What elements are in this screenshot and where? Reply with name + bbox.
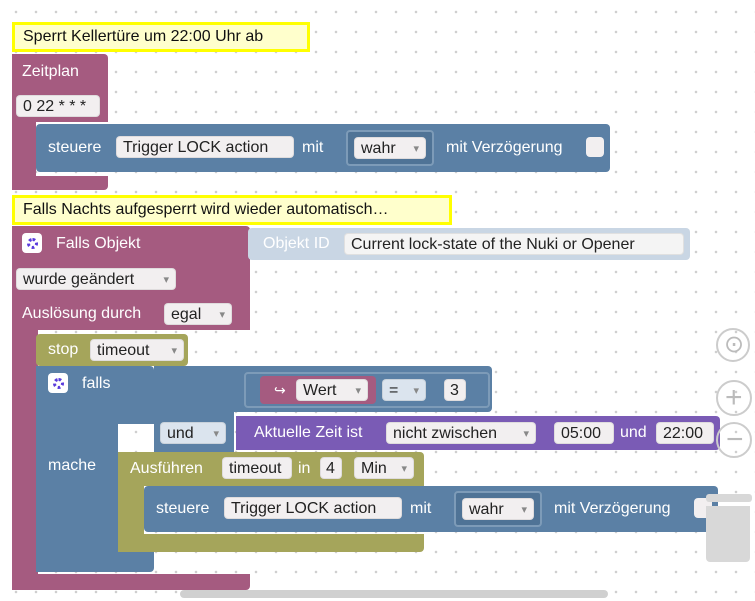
operator-dropdown[interactable]: = (382, 379, 426, 402)
horizontal-scrollbar[interactable] (180, 590, 608, 598)
timeout-amount-field[interactable]: 4 (320, 457, 342, 479)
timeout-spine (118, 484, 144, 536)
schedule-label: Zeitplan (22, 63, 79, 80)
comment-text: Falls Nachts aufgesperrt wird wieder aut… (23, 201, 389, 218)
time-from-field[interactable]: 05:00 (554, 422, 614, 444)
timeout-in-label: in (298, 460, 311, 477)
zoom-in-button[interactable]: + (716, 380, 752, 416)
time-and-label: und (620, 424, 647, 441)
variable-arrow-icon: ↪ (274, 382, 286, 398)
changed-dropdown[interactable]: wurde geändert (16, 268, 176, 291)
control-1-delay-label: mit Verzögerung (446, 139, 563, 156)
control-2-value-dropdown[interactable]: wahr (462, 498, 534, 521)
time-label: Aktuelle Zeit ist (254, 424, 363, 441)
timeout-unit-dropdown[interactable]: Min (354, 457, 414, 480)
triggered-by-label: Auslösung durch (22, 305, 142, 322)
control-block-1[interactable]: steuere Trigger LOCK action mit wahr mit… (36, 124, 610, 172)
trash-lid (706, 494, 752, 502)
timeout-footer (118, 534, 424, 552)
control-2-delay-label: mit Verzögerung (554, 500, 671, 517)
minus-icon: − (726, 423, 744, 456)
timeout-name-field[interactable]: timeout (222, 457, 292, 479)
logic-dropdown[interactable]: und (160, 422, 226, 445)
comment-lock-schedule[interactable]: Sperrt Kellertüre um 22:00 Uhr ab (12, 22, 310, 52)
control-1-delay-checkbox[interactable] (586, 137, 604, 157)
zoom-out-button[interactable]: − (716, 422, 752, 458)
stop-label: stop (48, 341, 79, 358)
time-to-field[interactable]: 22:00 (656, 422, 714, 444)
schedule-footer (12, 176, 108, 190)
center-workspace-button[interactable]: ⊙ (716, 328, 750, 362)
trigger-gear-icon[interactable] (22, 233, 42, 253)
trigger-spine (12, 328, 38, 580)
trigger-footer (12, 574, 250, 590)
variable-dropdown[interactable]: Wert (296, 379, 368, 402)
cron-field[interactable]: 0 22 * * * (16, 95, 100, 117)
control-1-target[interactable]: Trigger LOCK action (116, 136, 294, 158)
control-2-with: mit (410, 500, 432, 517)
time-mode-dropdown[interactable]: nicht zwischen (386, 422, 536, 445)
triggered-by-dropdown[interactable]: egal (164, 303, 232, 326)
compare-value-field[interactable]: 3 (444, 379, 466, 401)
compare-block[interactable]: ↪ Wert = 3 (244, 372, 490, 408)
schedule-spine (12, 118, 36, 178)
if-do-column (36, 424, 118, 554)
trigger-label: Falls Objekt (56, 235, 141, 252)
plus-icon: + (725, 381, 743, 414)
object-id-block[interactable]: Objekt ID Current lock-state of the Nuki… (248, 228, 690, 260)
control-1-value-dropdown[interactable]: wahr (354, 137, 426, 160)
do-label: mache (48, 457, 97, 474)
if-gear-icon[interactable] (48, 373, 68, 393)
control-2-label: steuere (156, 500, 210, 517)
object-id-label: Objekt ID (263, 235, 330, 252)
object-id-field[interactable]: Current lock-state of the Nuki or Opener (344, 233, 684, 255)
target-icon: ⊙ (724, 331, 745, 358)
comment-night-unlock[interactable]: Falls Nachts aufgesperrt wird wieder aut… (12, 195, 452, 225)
variable-block[interactable]: ↪ Wert (260, 376, 376, 404)
if-label: falls (82, 375, 111, 392)
time-compare-block[interactable]: Aktuelle Zeit ist nicht zwischen 05:00 u… (236, 416, 720, 450)
stop-timeout-block[interactable]: stop timeout (36, 334, 188, 366)
comment-text: Sperrt Kellertüre um 22:00 Uhr ab (23, 28, 264, 45)
control-1-label: steuere (48, 139, 102, 156)
control-2-target[interactable]: Trigger LOCK action (224, 497, 402, 519)
timeout-label: Ausführen (130, 460, 203, 477)
control-1-with: mit (302, 139, 324, 156)
control-block-2[interactable]: steuere Trigger LOCK action mit wahr mit… (144, 486, 718, 532)
stop-timeout-dropdown[interactable]: timeout (90, 339, 184, 362)
trash-body (706, 506, 750, 562)
if-footer (36, 552, 154, 572)
